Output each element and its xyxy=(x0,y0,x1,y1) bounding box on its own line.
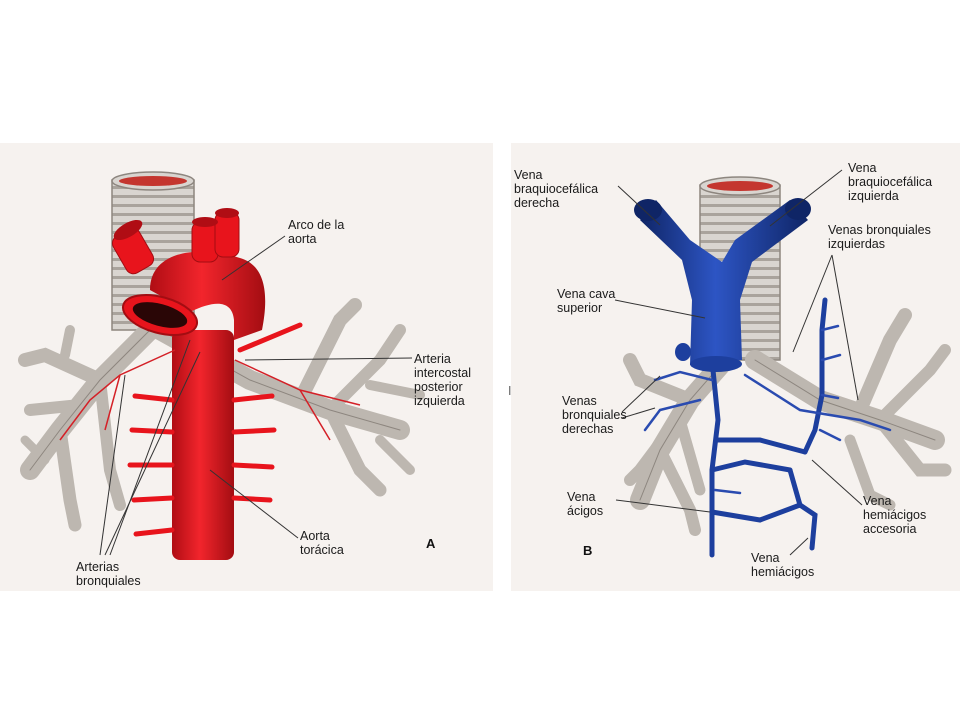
aortic-arch xyxy=(150,251,266,340)
label-venas-bronquiales-derechas: Venas bronquiales derechas xyxy=(562,394,627,436)
intercostal-arteries xyxy=(127,322,303,537)
arch-branches xyxy=(111,211,240,275)
leader-lines-b xyxy=(614,169,863,556)
label-arteria-intercostal: Arteria intercostal posterior izquierda xyxy=(414,352,471,408)
label-vena-hemiacigos: Vena hemiácigos xyxy=(751,551,815,579)
stray-mark: I xyxy=(508,384,512,398)
label-arco-aorta: Arco de la aorta xyxy=(288,218,345,246)
panel-letter-a: A xyxy=(426,536,436,551)
label-vena-acigos: Vena ácigos xyxy=(567,490,604,518)
panel-a-art xyxy=(18,171,425,560)
panel-divider xyxy=(493,143,511,591)
bronchial-arteries xyxy=(59,349,361,441)
label-venas-bronquiales-izquierdas: Venas bronquiales izquierdas xyxy=(828,223,931,251)
label-vena-cava-superior: Vena cava superior xyxy=(557,287,616,315)
panel-letter-b: B xyxy=(583,543,593,558)
label-aorta-toracica: Aorta torácica xyxy=(300,529,344,557)
panel-b-art xyxy=(614,169,952,558)
label-vena-braquiocefalica-derecha: Vena braquiocefálica derecha xyxy=(514,168,599,210)
label-arterias-bronquiales: Arterias bronquiales xyxy=(76,560,141,588)
superior-vena-cava xyxy=(640,200,808,365)
bronchial-veins xyxy=(643,324,892,495)
thoracic-aorta xyxy=(172,330,234,560)
label-vena-braquiocefalica-izquierda: Vena braquiocefálica izquierda xyxy=(848,161,933,203)
leader-lines-a xyxy=(99,235,413,556)
label-vena-hemiacigos-accesoria: Vena hemiácigos accesoria xyxy=(863,494,927,536)
